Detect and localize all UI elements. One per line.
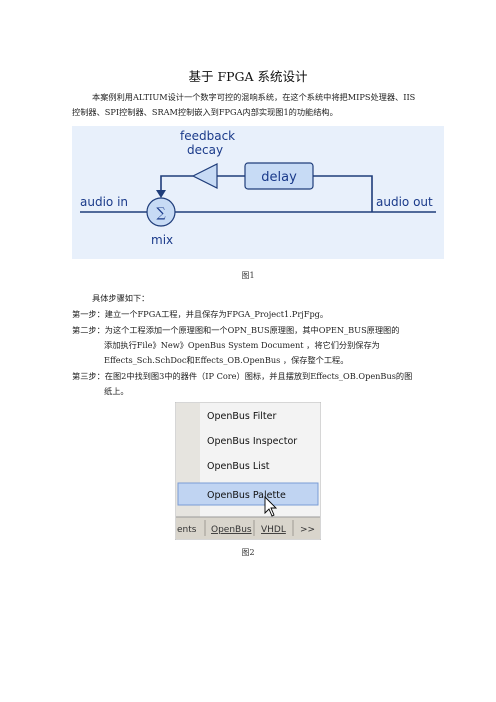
step-2-line-1: 第二步：为这个工程添加一个原理图和一个OPN_BUS原理图，其中OPEN_BUS…: [72, 325, 400, 335]
steps-heading: 具体步骤如下：: [92, 293, 150, 303]
delay-label: delay: [261, 170, 297, 185]
menu-item-openbus-filter[interactable]: OpenBus Filter: [207, 411, 277, 422]
tab-vhdl[interactable]: VHDL: [261, 525, 286, 535]
menu-item-label: OpenBus List: [207, 461, 270, 472]
menu-item-openbus-inspector[interactable]: OpenBus Inspector: [207, 436, 297, 447]
figure-1-caption: 图1: [241, 271, 255, 280]
decay-gain-triangle: [191, 163, 218, 189]
step-2-line-3: Effects_Sch.SchDoc和Effects_OB.OpenBus ，保…: [104, 355, 349, 365]
sum-symbol: ∑: [156, 206, 166, 221]
step-3-line-1: 第三步：在图2中找到图3中的器件（IP Core）图标，并且摆放到Effects…: [72, 371, 413, 381]
figure-2-menu-screenshot: OpenBus Filter OpenBus Inspector OpenBus…: [175, 402, 321, 540]
diagram-background: [72, 126, 444, 259]
tab-ents[interactable]: ents: [177, 525, 197, 535]
step-2-line-2: 添加执行File》New》OpenBus System Document ，将它…: [104, 340, 380, 350]
intro-line-1: 本案例利用ALTIUM设计一个数字可控的混响系统，在这个系统中将把MIPS处理器…: [92, 92, 416, 102]
menu-selection-highlight: [177, 482, 319, 506]
tab-openbus[interactable]: OpenBus: [211, 525, 252, 535]
feedback-label: feedback: [180, 129, 235, 143]
menu-item-openbus-list[interactable]: OpenBus List: [207, 461, 270, 472]
mouse-pointer-icon: [264, 495, 278, 517]
step-1: 第一步：建立一个FPGA工程，并且保存为FPGA_Project1.PrjFpg…: [72, 309, 329, 319]
feedback-path-right: [313, 175, 373, 212]
menu-item-label: OpenBus Palette: [207, 490, 286, 501]
mix-sum-node: [146, 197, 176, 227]
intro-line-2: 控制器、SPI控制器、SRAM控制嵌入到FPGA内部实现图1的功能结构。: [72, 107, 338, 117]
menu-item-openbus-palette[interactable]: OpenBus Palette: [177, 482, 319, 506]
feedback-path-left: [160, 175, 193, 194]
menu-item-label: OpenBus Filter: [207, 411, 277, 422]
step-3-line-2: 纸上。: [104, 386, 129, 396]
audio-out-label: audio out: [376, 195, 433, 209]
menu-item-label: OpenBus Inspector: [207, 436, 297, 447]
tab-overflow[interactable]: >>: [300, 525, 315, 535]
audio-in-label: audio in: [80, 195, 128, 209]
figure-2-caption: 图2: [241, 548, 255, 557]
panel-tab-bar: [176, 517, 320, 539]
mix-label: mix: [151, 233, 173, 247]
figure-1-diagram: delay feedback decay ∑ mix audio in audi…: [72, 126, 444, 259]
decay-label: decay: [187, 143, 223, 157]
delay-block: [244, 162, 314, 190]
feedback-arrowhead: [156, 190, 166, 198]
page-title: 基于 FPGA 系统设计: [188, 69, 308, 84]
